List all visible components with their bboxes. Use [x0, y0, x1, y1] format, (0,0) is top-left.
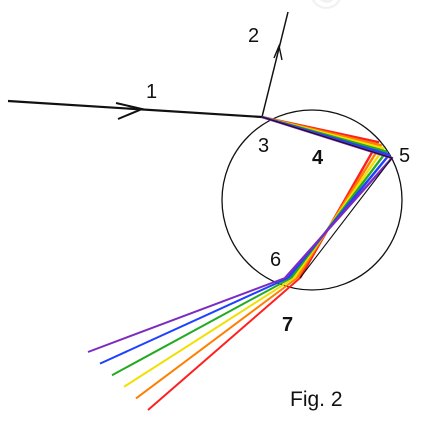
label-internal-reflection-point: 5: [399, 145, 410, 167]
label-inner-ray: 4: [312, 147, 324, 169]
reflected-ray-arrowhead: [273, 43, 283, 61]
label-incident-ray: 1: [146, 81, 157, 103]
label-reflected-ray: 2: [248, 25, 259, 47]
emergent-ray: [147, 277, 301, 411]
emergent-ray: [135, 277, 298, 400]
emergent-ray: [111, 277, 292, 377]
reflected-ray: [261, 11, 289, 118]
emergent-ray: [87, 277, 286, 353]
watermark: © not to be republished: [295, 0, 431, 25]
label-exit-point: 6: [270, 249, 281, 271]
incident-ray: [7, 99, 263, 119]
raindrop-circle: [221, 109, 403, 291]
emergent-ray: [123, 277, 295, 388]
spectrum-rays: [87, 115, 394, 411]
figure-caption: Fig. 2: [290, 388, 343, 411]
ray-path-outline: [261, 116, 393, 279]
emergent-ray: [99, 277, 289, 365]
incident-ray-arrowhead: [115, 102, 146, 120]
label-emergent-rays: 7: [282, 314, 293, 336]
label-entry-point: 3: [258, 135, 269, 157]
